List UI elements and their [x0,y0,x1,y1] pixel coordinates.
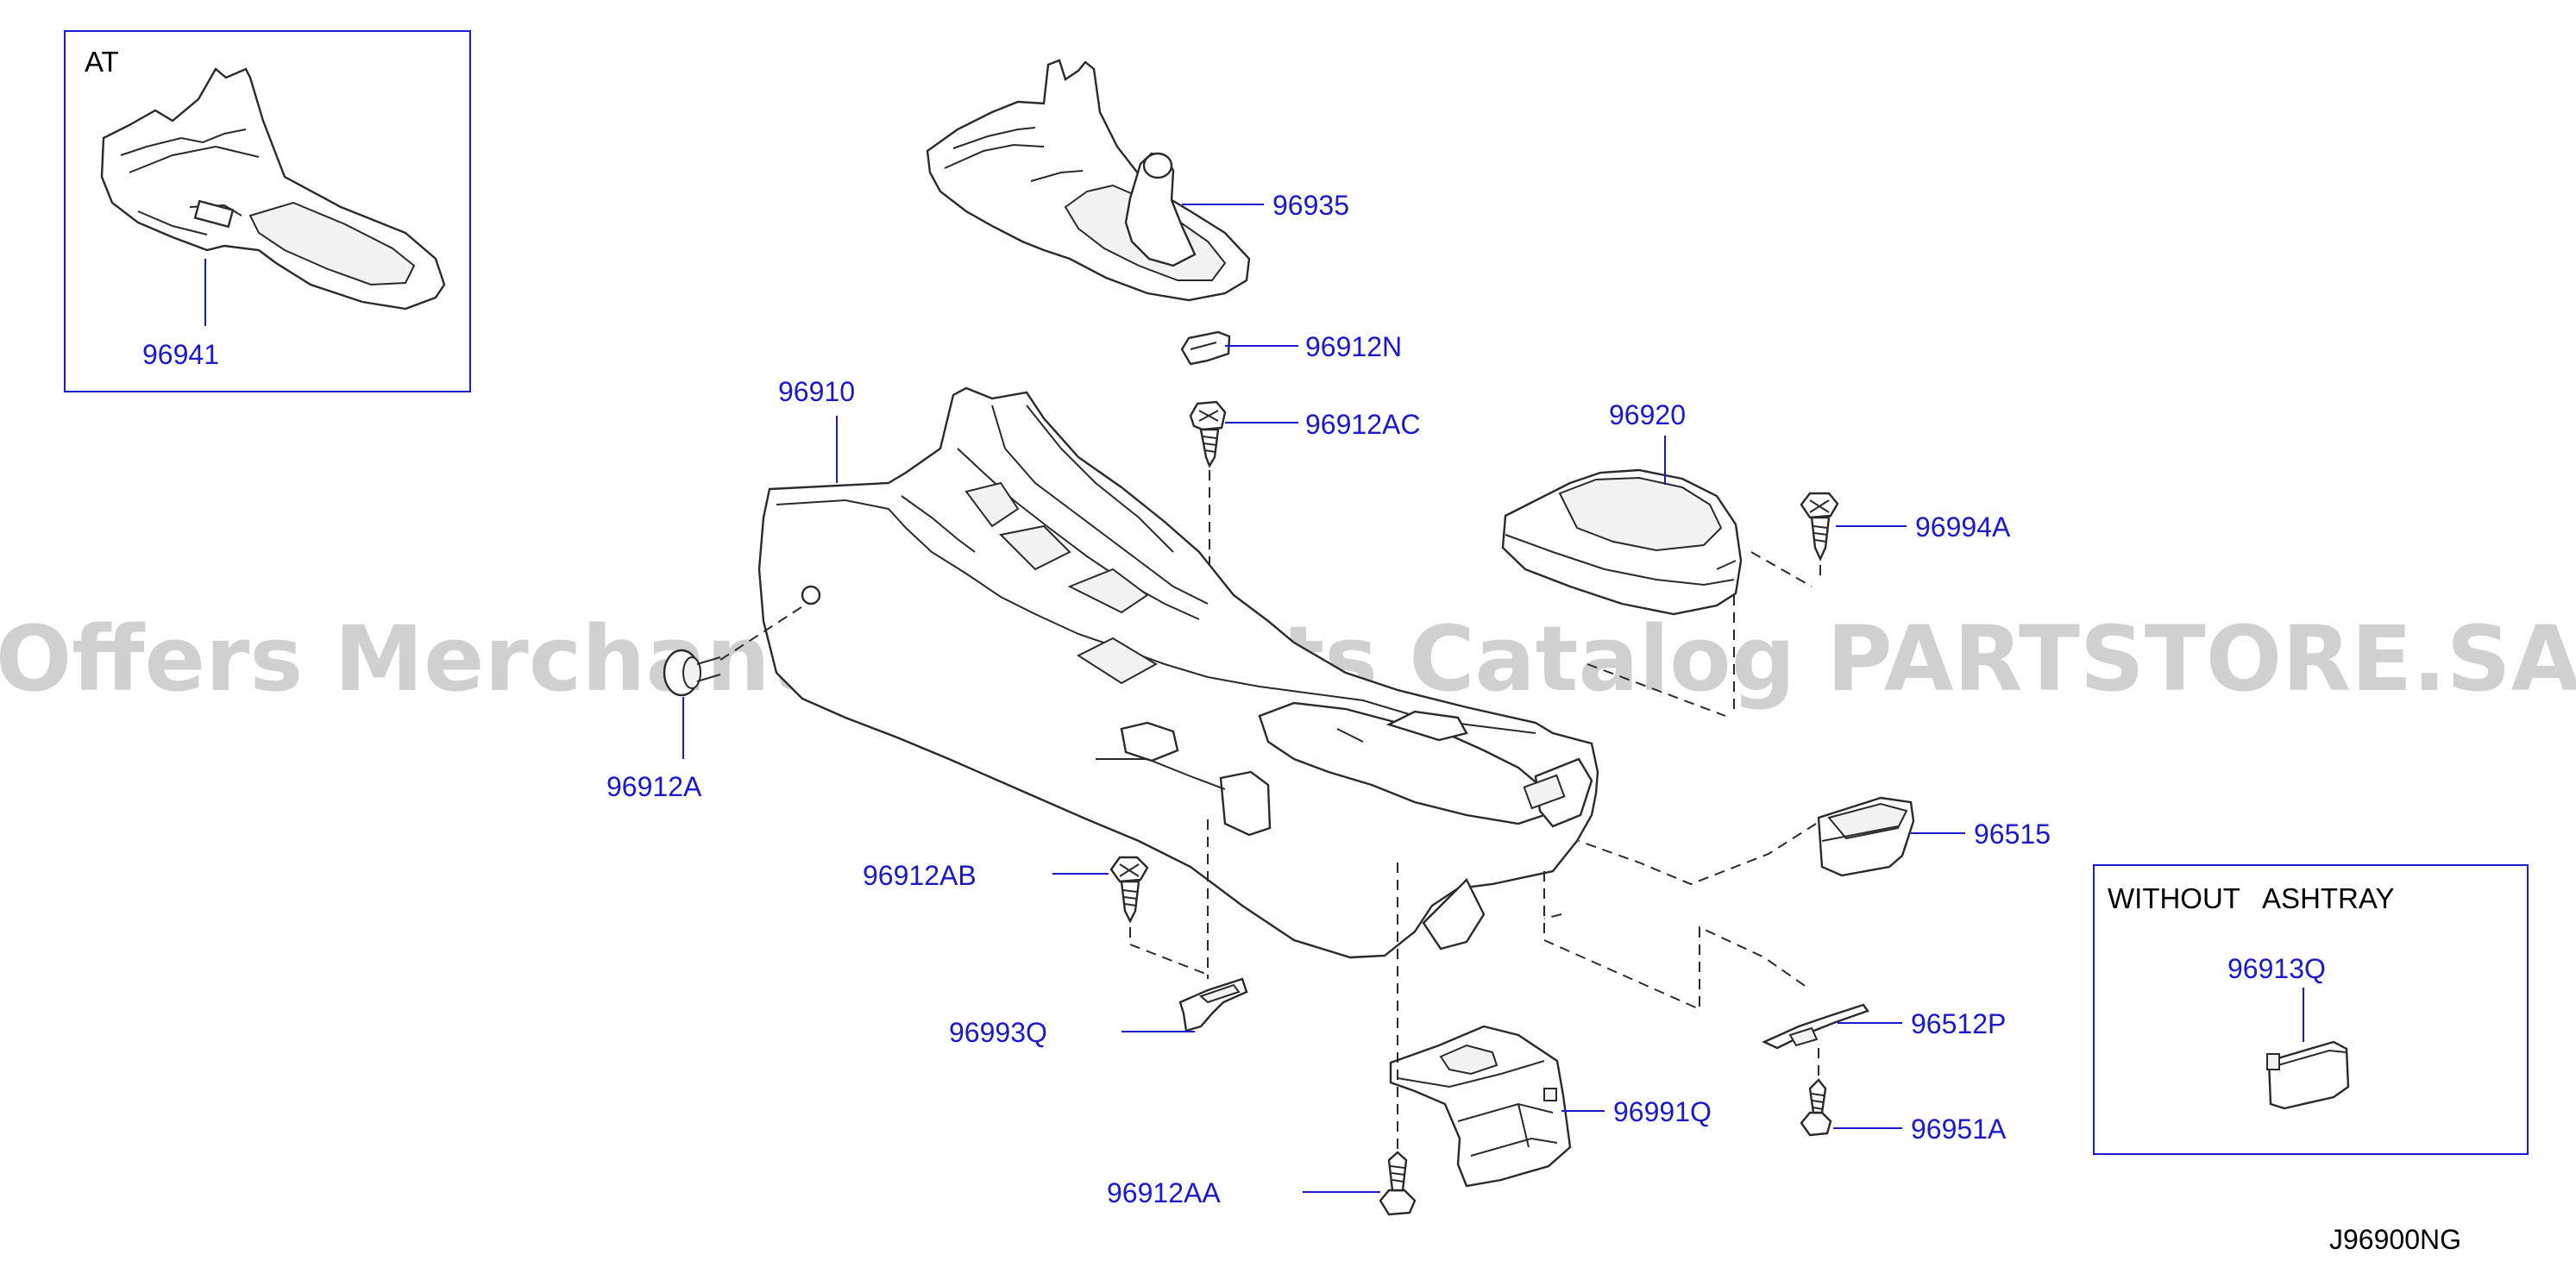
label-96920: 96920 [1609,399,1686,430]
diagram-reference-id: J96900NG [2329,1224,2461,1255]
label-96912A: 96912A [606,771,702,802]
clip-cap-96912N-part [1180,330,1231,366]
label-96993Q: 96993Q [949,1017,1047,1048]
armrest-lid-part [1501,468,1743,616]
label-96512P: 96512P [1911,1008,2006,1039]
bracket-96512P-part [1762,1003,1869,1050]
label-96912N: 96912N [1305,331,1402,362]
label-96912AA: 96912AA [1107,1177,1221,1208]
screw-icon [1189,400,1227,468]
label-96991Q: 96991Q [1613,1096,1712,1127]
screw-icon [1379,1151,1417,1216]
label-96994A: 96994A [1915,511,2011,543]
without-ashtray-title: WITHOUT ASHTRAY [2108,882,2394,914]
screw-icon [1109,856,1149,924]
bracket-96991Q-part [1389,1025,1572,1188]
label-96941: 96941 [142,339,219,370]
label-96912AC: 96912AC [1305,409,1420,440]
clip-icon [663,649,721,697]
bracket-96993Q-part [1178,977,1248,1032]
screw-icon [1800,1078,1832,1137]
label-96515: 96515 [1974,819,2051,850]
mt-shifter-cover-part [926,59,1251,302]
at-box: AT 96941 [64,30,471,392]
without-ashtray-box: WITHOUT ASHTRAY 96913Q [2093,864,2529,1155]
at-shifter-console-part [100,67,446,311]
ashtray-lid-cover-part [2266,1040,2350,1110]
at-box-title: AT [85,46,119,78]
label-96951A: 96951A [1911,1114,2007,1145]
label-96912AB: 96912AB [863,860,977,891]
center-console-body-part [757,386,1599,959]
label-96935: 96935 [1272,190,1349,221]
label-96910: 96910 [778,376,855,407]
screw-icon [1800,492,1839,562]
label-96913Q: 96913Q [2227,953,2326,984]
ashtray-part [1817,796,1915,877]
